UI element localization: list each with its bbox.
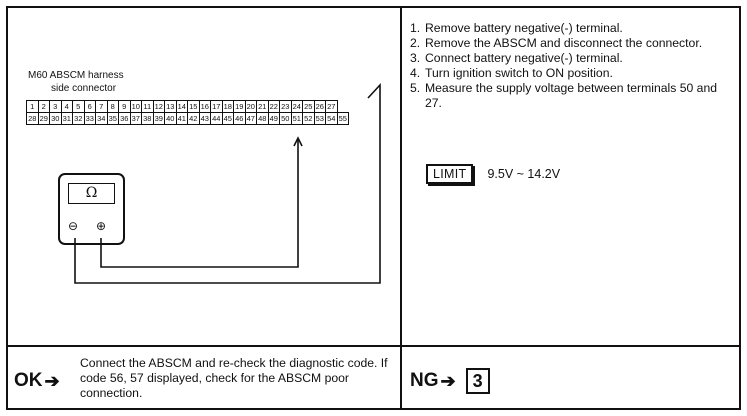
result-divider [6,345,741,347]
meter-display: Ω [68,183,115,204]
step-item: 5.Measure the supply voltage between ter… [410,81,718,110]
connector-pin: 44 [210,112,223,125]
connector-pin: 36 [118,112,131,125]
connector-pin: 1 [26,100,39,113]
ng-arrow-icon: ➔ [440,371,456,391]
connector-pin: 55 [336,112,349,125]
wire-negative [74,82,381,284]
limit-badge: LIMIT [426,164,474,184]
procedure-steps: 1.Remove battery negative(-) terminal. 2… [410,21,730,111]
step-item: 4.Turn ignition switch to ON position. [410,66,613,80]
connector-pin: 46 [233,112,246,125]
positive-terminal-icon: ⊕ [96,219,107,233]
connector-pin: 48 [256,112,269,125]
connector-pin: 45 [221,112,234,125]
connector-pin: 14 [175,100,188,113]
ng-label: NG [410,370,439,391]
connector-pin: 40 [164,112,177,125]
connector-pin: 28 [26,112,39,125]
connector-pin: 31 [60,112,73,125]
multimeter: Ω ⊖ ⊕ [58,173,125,245]
ng-branch: NG ➔ 3 [410,368,490,394]
connector-pin: 38 [141,112,154,125]
ok-branch: OK ➔ [14,370,60,392]
step-item: 3.Connect battery negative(-) terminal. [410,51,623,65]
connector-pin: 43 [198,112,211,125]
wire-positive [100,140,299,268]
ok-arrow-icon: ➔ [44,371,60,391]
connector-pin: 3 [49,100,62,113]
probe-wires [74,82,381,284]
limit-value: 9.5V ~ 14.2V [487,167,561,181]
connector-subtitle: side connector [51,83,117,94]
connector-pin: 39 [152,112,165,125]
wire-positive-arrowhead [293,136,303,147]
connector-pin: 53 [313,112,326,125]
ok-label: OK [14,370,43,391]
connector-pin: 52 [302,112,315,125]
connector-pin: 54 [325,112,338,125]
connector-pin: 29 [37,112,50,125]
procedure-frame [6,6,741,410]
limit-spec: LIMIT 9.5V ~ 14.2V [426,164,560,184]
column-divider [400,6,402,410]
connector-title: M60 ABSCM harness [28,70,124,81]
ok-instructions: Connect the ABSCM and re-check the diagn… [80,356,388,400]
connector-pin: 27 [325,100,338,113]
connector-pin: 41 [175,112,188,125]
step-item: 2.Remove the ABSCM and disconnect the co… [410,36,703,50]
step-item: 1.Remove battery negative(-) terminal. [410,21,623,35]
next-step-link[interactable]: 3 [465,368,490,394]
connector-pin: 42 [187,112,200,125]
connector-pin: 30 [49,112,62,125]
negative-terminal-icon: ⊖ [68,219,79,233]
connector-pin: 37 [129,112,142,125]
